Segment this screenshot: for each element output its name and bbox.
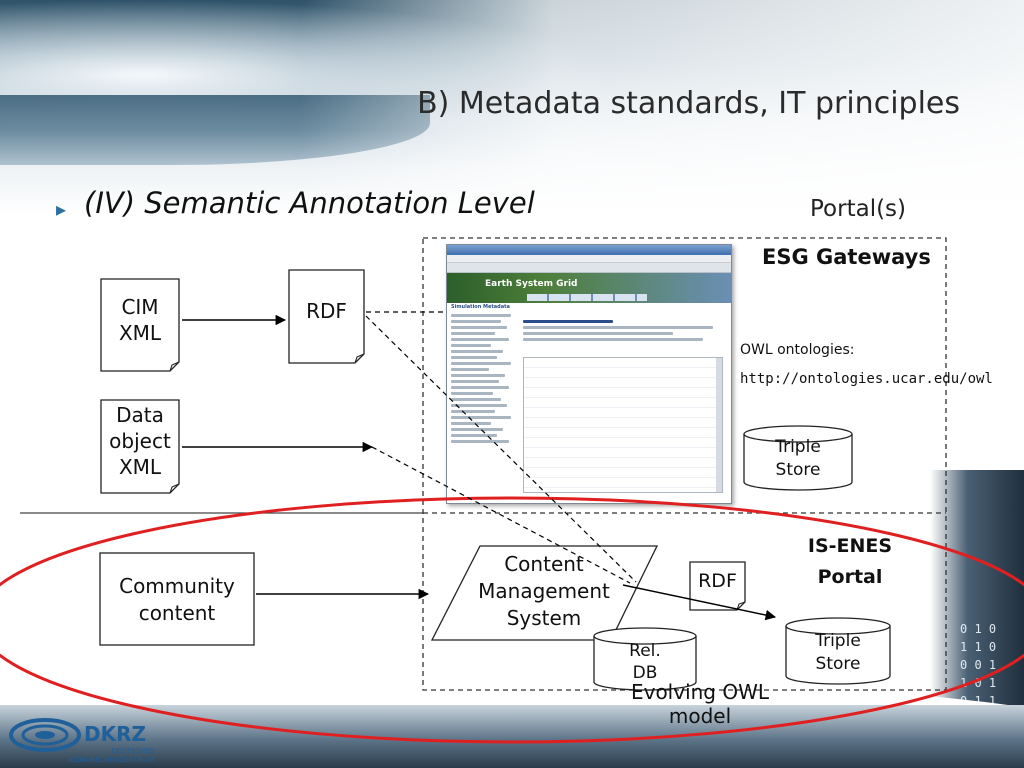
metadata-detail xyxy=(523,317,723,493)
rdf-bottom-label: RDF xyxy=(698,570,737,592)
esg-site-nav xyxy=(527,294,647,301)
esg-site-body: Simulation Metadata xyxy=(447,303,731,503)
rdf-top-label: RDF xyxy=(306,299,347,323)
triple-store-top-cylinder xyxy=(743,434,853,491)
slide-title: B) Metadata standards, IT principles xyxy=(417,86,960,121)
dkrz-logo-text: DKRZ xyxy=(84,722,147,746)
esg-gateways-label: ESG Gateways xyxy=(762,245,931,269)
bullet-arrow-icon: ▸ xyxy=(56,197,67,221)
rel-db-cylinder xyxy=(593,636,697,691)
portal-screenshot: Earth System Grid Simulation Metadata xyxy=(446,244,732,504)
is-enes-portal-label: Portal xyxy=(817,566,883,588)
dkrz-logo-icon xyxy=(9,718,81,752)
triple-store-bottom-cylinder xyxy=(785,626,891,685)
rel-db-label: Rel.DB xyxy=(629,641,661,683)
owl-ontologies-label: OWL ontologies: xyxy=(740,342,855,358)
community-content-box xyxy=(99,552,255,646)
esg-site-title: Earth System Grid xyxy=(485,279,578,289)
metadata-tree xyxy=(451,311,517,493)
portal-label: Portal(s) xyxy=(810,196,907,222)
simulation-metadata-heading: Simulation Metadata xyxy=(451,304,510,310)
metadata-table xyxy=(523,357,723,493)
rdf-bottom-document xyxy=(689,561,746,611)
footer-band xyxy=(0,705,1024,768)
cms-to-triple-store-arrow xyxy=(622,584,777,621)
rdf-to-cms-dashed xyxy=(365,315,637,583)
browser-tabs xyxy=(447,263,731,273)
is-enes-highlight-ellipse xyxy=(0,496,1024,744)
portal-dashed-box xyxy=(422,237,947,691)
owl-url-text: http://ontologies.ucar.edu/owl xyxy=(740,371,993,387)
data-object-xml-document xyxy=(100,399,180,494)
cim-xml-document xyxy=(100,278,180,372)
rdf-top-document xyxy=(288,269,365,364)
browser-menubar xyxy=(447,255,731,263)
data-to-cms-dashed xyxy=(371,446,631,584)
metadata-scrollbar xyxy=(716,358,722,492)
esg-site-header: Earth System Grid xyxy=(447,273,731,303)
is-enes-label: IS-ENES xyxy=(807,535,893,557)
browser-titlebar xyxy=(447,245,731,255)
header-fade xyxy=(300,0,1024,215)
slide-subtitle: (IV) Semantic Annotation Level xyxy=(84,186,535,220)
